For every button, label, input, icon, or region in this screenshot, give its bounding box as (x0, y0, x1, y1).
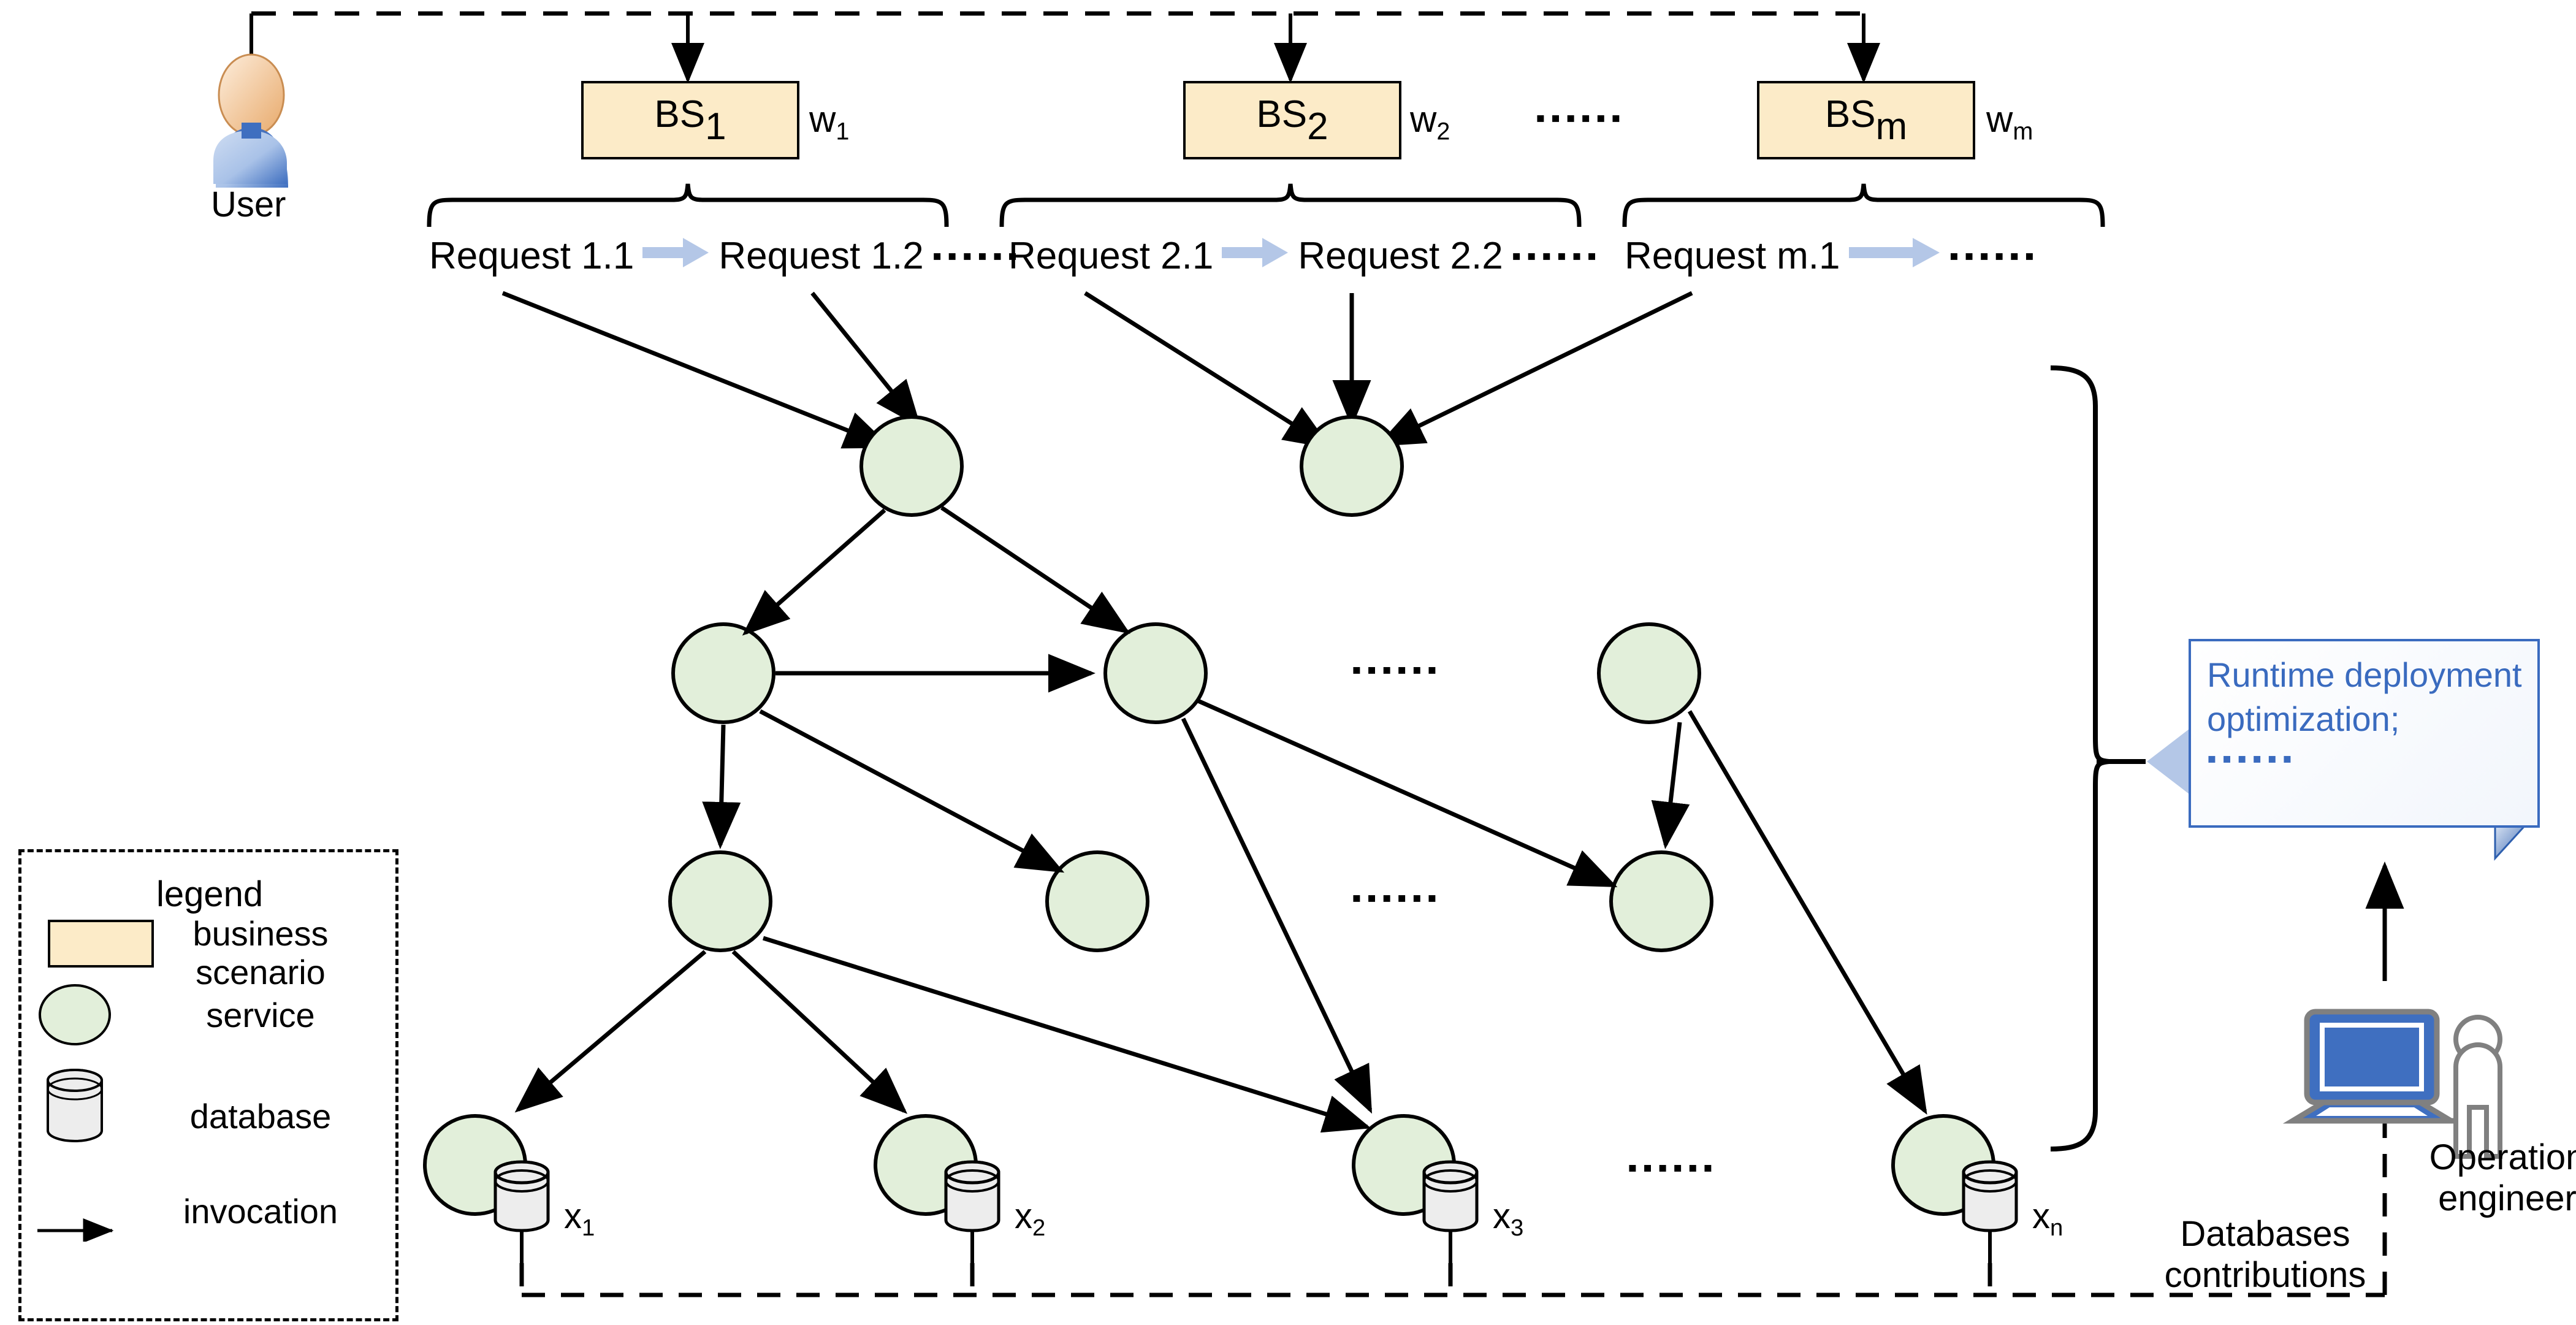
bs-label-2: BS2 (1256, 93, 1328, 148)
request-group-1: Request 1.1 Request 1.2 ▪▪▪▪▪▪ (429, 234, 1023, 278)
request-flow-arrow-icon (1848, 234, 1941, 278)
legend-invocation-label: invocation (183, 1192, 338, 1231)
request-group-m: Request m.1 ▪▪▪▪▪▪ (1625, 234, 2040, 278)
legend-title: legend (156, 874, 264, 914)
database-service-nodes (423, 1114, 2018, 1232)
service-node (859, 415, 964, 517)
graph-ellipsis-1: ▪▪▪▪▪▪ (1352, 655, 1442, 685)
bs-drop-lines (250, 13, 1880, 83)
note-line-3: ▪▪▪▪▪▪ (2207, 744, 2298, 774)
request-to-service-edges (501, 291, 1693, 449)
bs-weight-m: wm (1986, 99, 2033, 145)
database-cylinder (1962, 1160, 2018, 1232)
legend-database-swatch (47, 1069, 103, 1142)
legend-service-label: service (206, 996, 315, 1034)
legend-service-swatch (39, 984, 111, 1045)
user-label: User (211, 185, 286, 224)
request-2-2-label: Request 2.2 (1298, 235, 1503, 277)
service-node (668, 850, 772, 952)
business-scenario-box-2[interactable]: BS2 (1183, 81, 1401, 159)
database-contribution-bus (520, 1230, 1992, 1263)
request-1-ellipsis: ▪▪▪▪▪▪ (932, 240, 1023, 271)
bs-ellipsis: ▪▪▪▪▪▪ (1536, 103, 1626, 133)
service-node (1609, 850, 1713, 952)
operation-engineer-label: Operation engineer (2415, 1137, 2576, 1219)
database-label-x1: x1 (564, 1196, 595, 1242)
operation-engineer-icon (2282, 1009, 2502, 1159)
note-line-1: Runtime deployment (2207, 655, 2522, 694)
service-node (1597, 622, 1701, 724)
request-1-1-label: Request 1.1 (429, 235, 634, 277)
databases-contributions-line-2: contributions (2164, 1254, 2366, 1295)
service-node (671, 622, 775, 724)
bs-weight-2: w2 (1410, 99, 1450, 145)
database-label-x3: x3 (1493, 1196, 1524, 1242)
database-label-x2: x2 (1015, 1196, 1046, 1242)
operation-engineer-line-2: engineer (2438, 1178, 2576, 1218)
legend-business-scenario-swatch (48, 920, 154, 968)
user-neck (242, 123, 261, 139)
bs-label-m: BSm (1824, 93, 1908, 148)
note-line-2: optimization; (2207, 700, 2400, 738)
request-2-1-label: Request 2.1 (1008, 235, 1214, 277)
service-nodes (668, 415, 1713, 952)
graph-ellipsis-3: ▪▪▪▪▪▪ (1628, 1153, 1718, 1183)
runtime-optimization-note[interactable] (2189, 639, 2540, 828)
request-flow-arrow-icon (642, 234, 710, 278)
service-node (1045, 850, 1149, 952)
database-cylinder (493, 1160, 550, 1232)
service-node (1300, 415, 1404, 517)
databases-contributions-label: Databases contributions (2149, 1214, 2382, 1296)
legend-invocation-swatch (37, 1218, 114, 1242)
request-group-2: Request 2.1 Request 2.2 ▪▪▪▪▪▪ (1008, 234, 1602, 278)
legend-bs-line-1: business (192, 914, 329, 953)
request-1-2-label: Request 1.2 (718, 235, 924, 277)
graph-scope-brace (2050, 365, 2146, 1151)
request-m-ellipsis: ▪▪▪▪▪▪ (1949, 240, 2040, 271)
legend-bs-line-2: scenario (196, 952, 326, 991)
database-cylinder (1422, 1160, 1479, 1232)
request-flow-arrow-icon (1222, 234, 1289, 278)
service-invocation-edges (514, 506, 1927, 1133)
legend-business-scenario-label: business scenario (172, 914, 349, 991)
request-2-ellipsis: ▪▪▪▪▪▪ (1511, 240, 1602, 271)
request-m-1-label: Request m.1 (1625, 235, 1840, 277)
user-icon (213, 53, 288, 188)
database-cylinder (944, 1160, 1000, 1232)
business-scenario-box-1[interactable]: BS1 (581, 81, 799, 159)
bs-weight-1: w1 (809, 99, 850, 145)
request-group-braces (427, 183, 2105, 227)
operation-engineer-line-1: Operation (2429, 1137, 2576, 1177)
databases-contributions-line-1: Databases (2180, 1214, 2350, 1254)
business-scenario-box-m[interactable]: BSm (1757, 81, 1975, 159)
database-label-xn: xn (2032, 1196, 2063, 1242)
service-node (1103, 622, 1208, 724)
graph-ellipsis-2: ▪▪▪▪▪▪ (1352, 883, 1442, 913)
legend-database-label: database (189, 1097, 332, 1136)
bs-label-1: BS1 (654, 93, 726, 148)
